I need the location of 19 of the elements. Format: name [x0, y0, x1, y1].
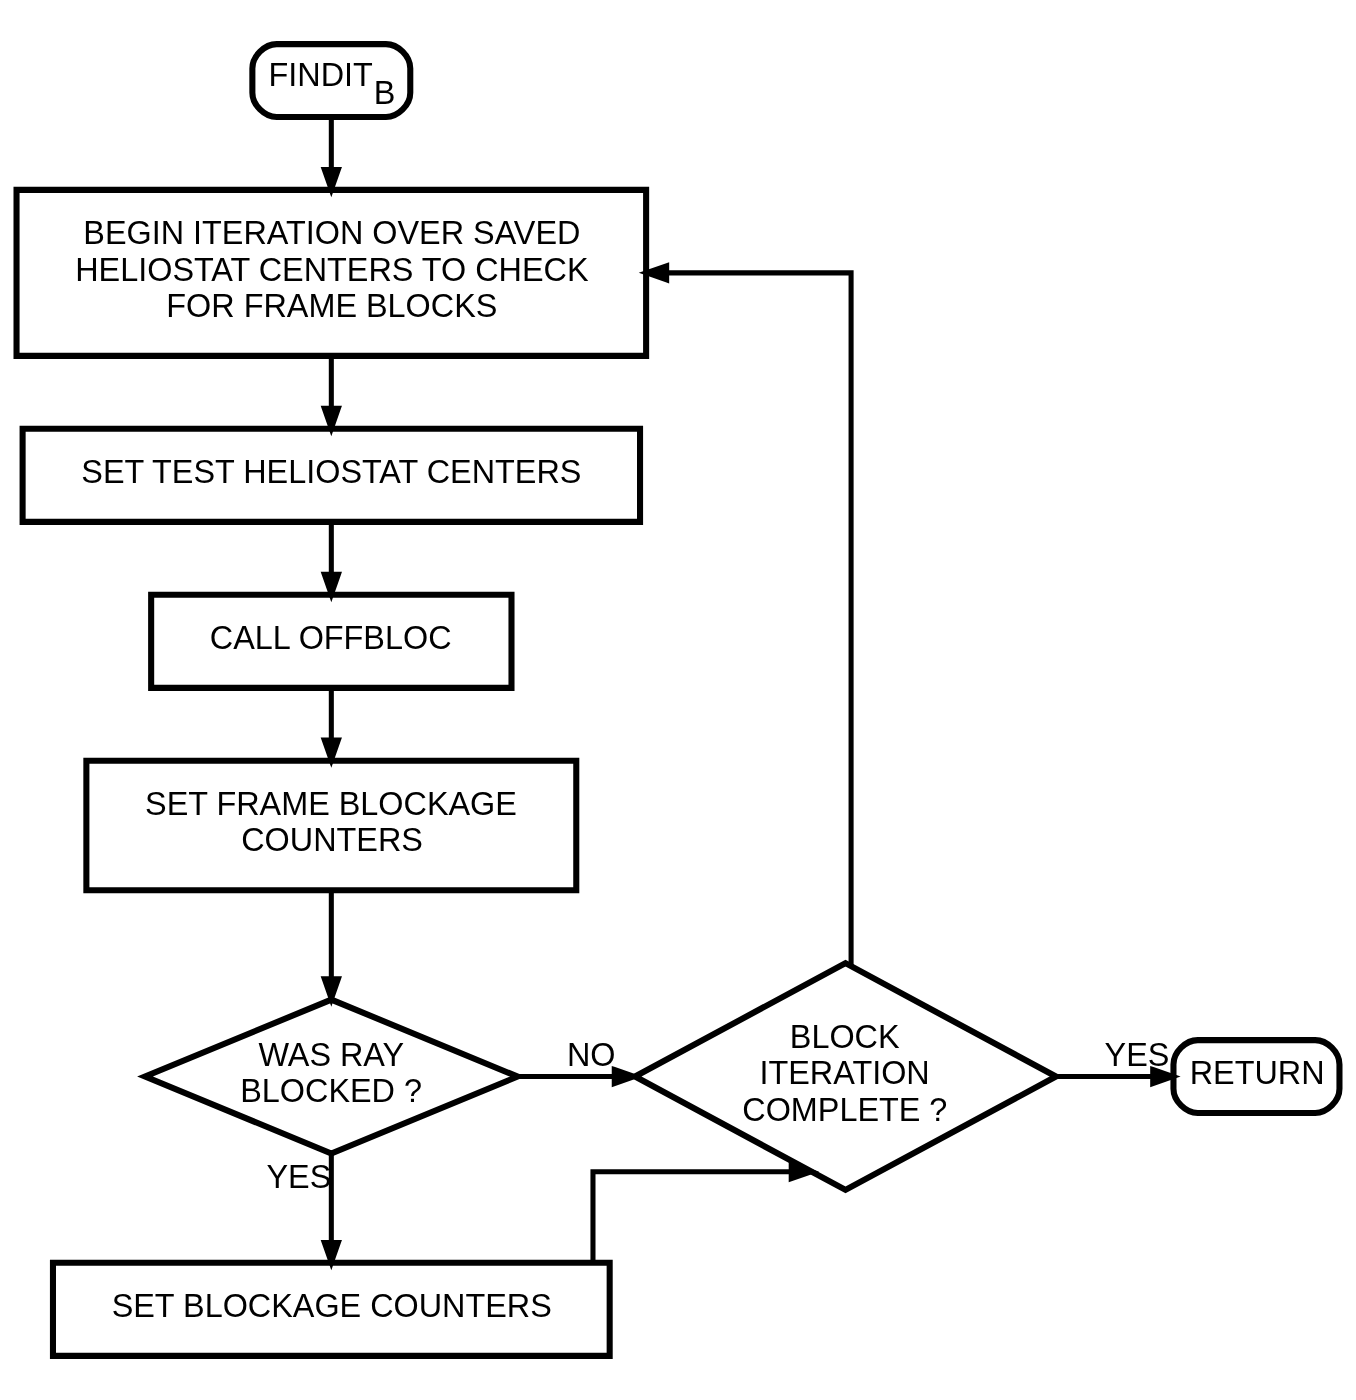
- node-box: SET FRAME BLOCKAGE COUNTERS: [83, 757, 580, 894]
- arrow: [1056, 1065, 1181, 1088]
- node-box: RETURN: [1170, 1037, 1343, 1116]
- arrow: [590, 1161, 820, 1263]
- node-box: BEGIN ITERATION OVER SAVED HELIOSTAT CENTERS TO CHECK FOR FRAME BLOCKS: [13, 186, 650, 359]
- arrow: [320, 356, 342, 437]
- arrow: [517, 1065, 643, 1088]
- arrow: [320, 1154, 342, 1271]
- arrow: [320, 117, 342, 198]
- node-box: SET TEST HELIOSTAT CENTERS: [19, 425, 644, 525]
- arrow: [638, 262, 854, 966]
- arrow: [320, 688, 342, 768]
- arrow: [320, 890, 342, 1007]
- edge-label: NO: [566, 1037, 616, 1074]
- node-box: CALL OFFBLOC: [148, 591, 515, 691]
- edge-label: YES: [1104, 1037, 1170, 1074]
- edge-label: YES: [266, 1158, 332, 1195]
- arrow: [320, 522, 342, 603]
- node-box: SET BLOCKAGE COUNTERS: [49, 1259, 613, 1359]
